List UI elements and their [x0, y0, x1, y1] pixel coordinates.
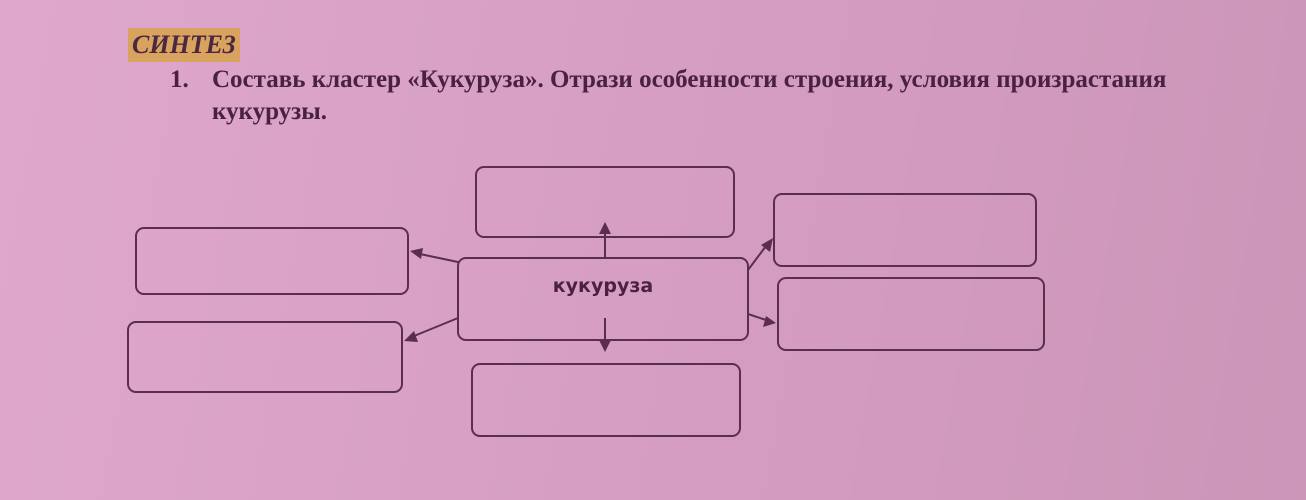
box-right-top[interactable] [773, 193, 1037, 267]
center-box [457, 257, 749, 341]
arrow-down-head [599, 340, 611, 352]
arrow-right-bottom [747, 313, 767, 321]
arrow-left-bottom [413, 317, 459, 337]
arrow-up-head [599, 222, 611, 234]
section-title: СИНТЕЗ [128, 28, 240, 62]
arrow-right-bottom-head [763, 316, 776, 327]
box-right-bottom[interactable] [777, 277, 1045, 351]
arrow-right-top [747, 245, 767, 271]
task-text: Составь кластер «Кукуруза». Отрази особе… [212, 66, 1167, 125]
box-left-bottom[interactable] [127, 321, 403, 393]
box-left-top[interactable] [135, 227, 409, 295]
arrow-left-bottom-head [404, 331, 418, 342]
task-number: 1. [170, 66, 189, 93]
arrow-left-top-head [410, 248, 423, 259]
center-label: кукуруза [552, 275, 654, 297]
arrow-right-top-head [761, 238, 773, 252]
arrow-left-top [419, 253, 459, 263]
box-bottom[interactable] [471, 363, 741, 437]
